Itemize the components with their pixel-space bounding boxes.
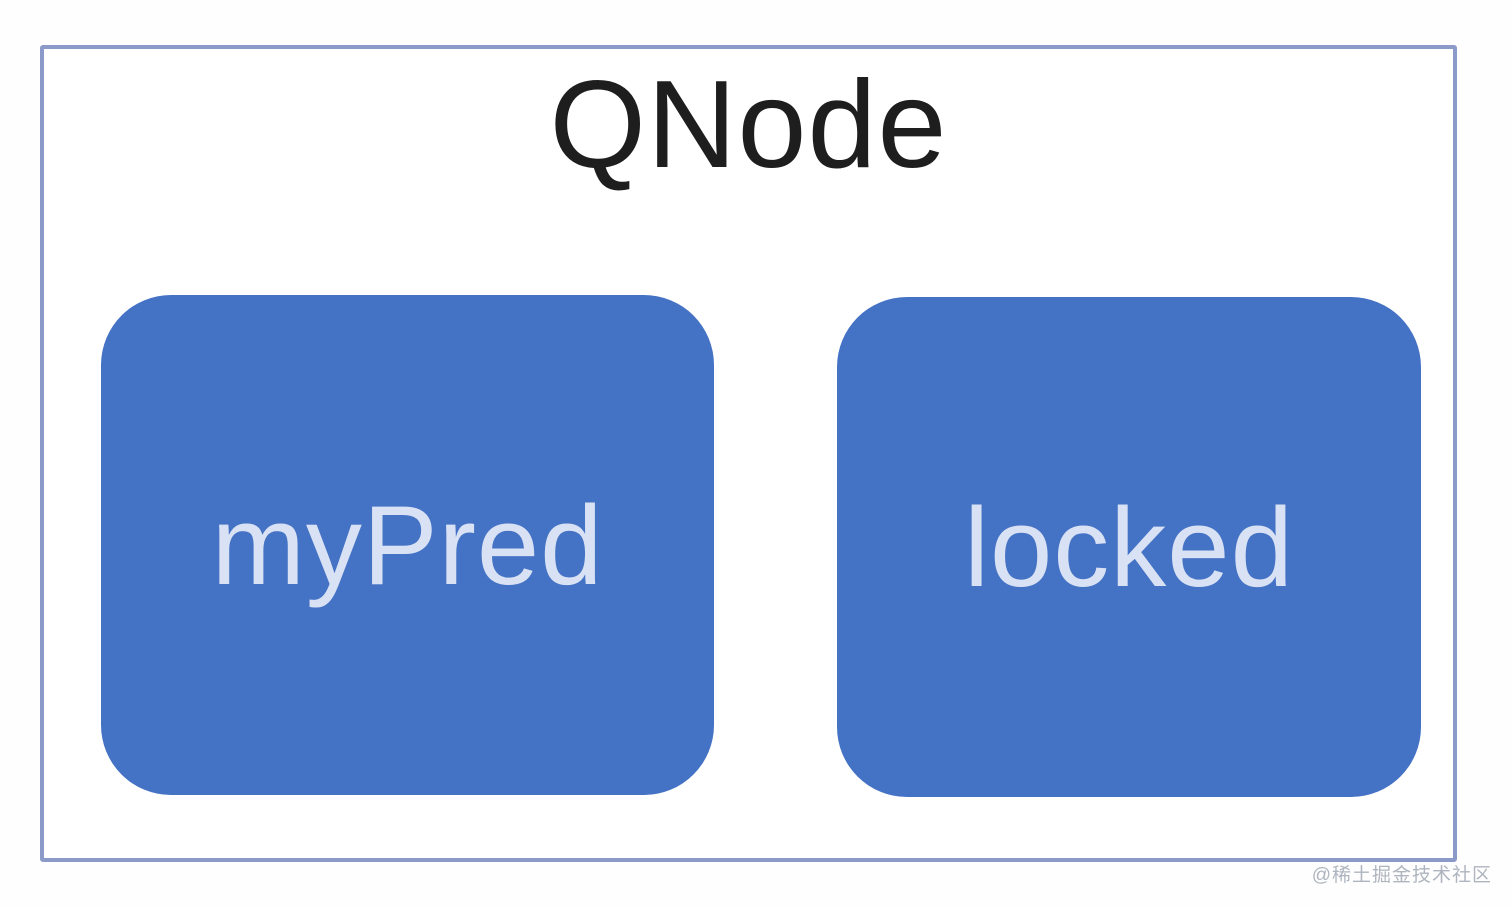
field-box-mypred: myPred — [101, 295, 714, 795]
qnode-class-box: QNode myPred locked — [40, 45, 1457, 862]
field-box-locked: locked — [837, 297, 1421, 797]
field-label-mypred: myPred — [211, 482, 604, 608]
diagram-title: QNode — [549, 56, 948, 194]
watermark: @稀土掘金技术社区 — [1311, 865, 1492, 886]
field-label-locked: locked — [964, 484, 1294, 610]
